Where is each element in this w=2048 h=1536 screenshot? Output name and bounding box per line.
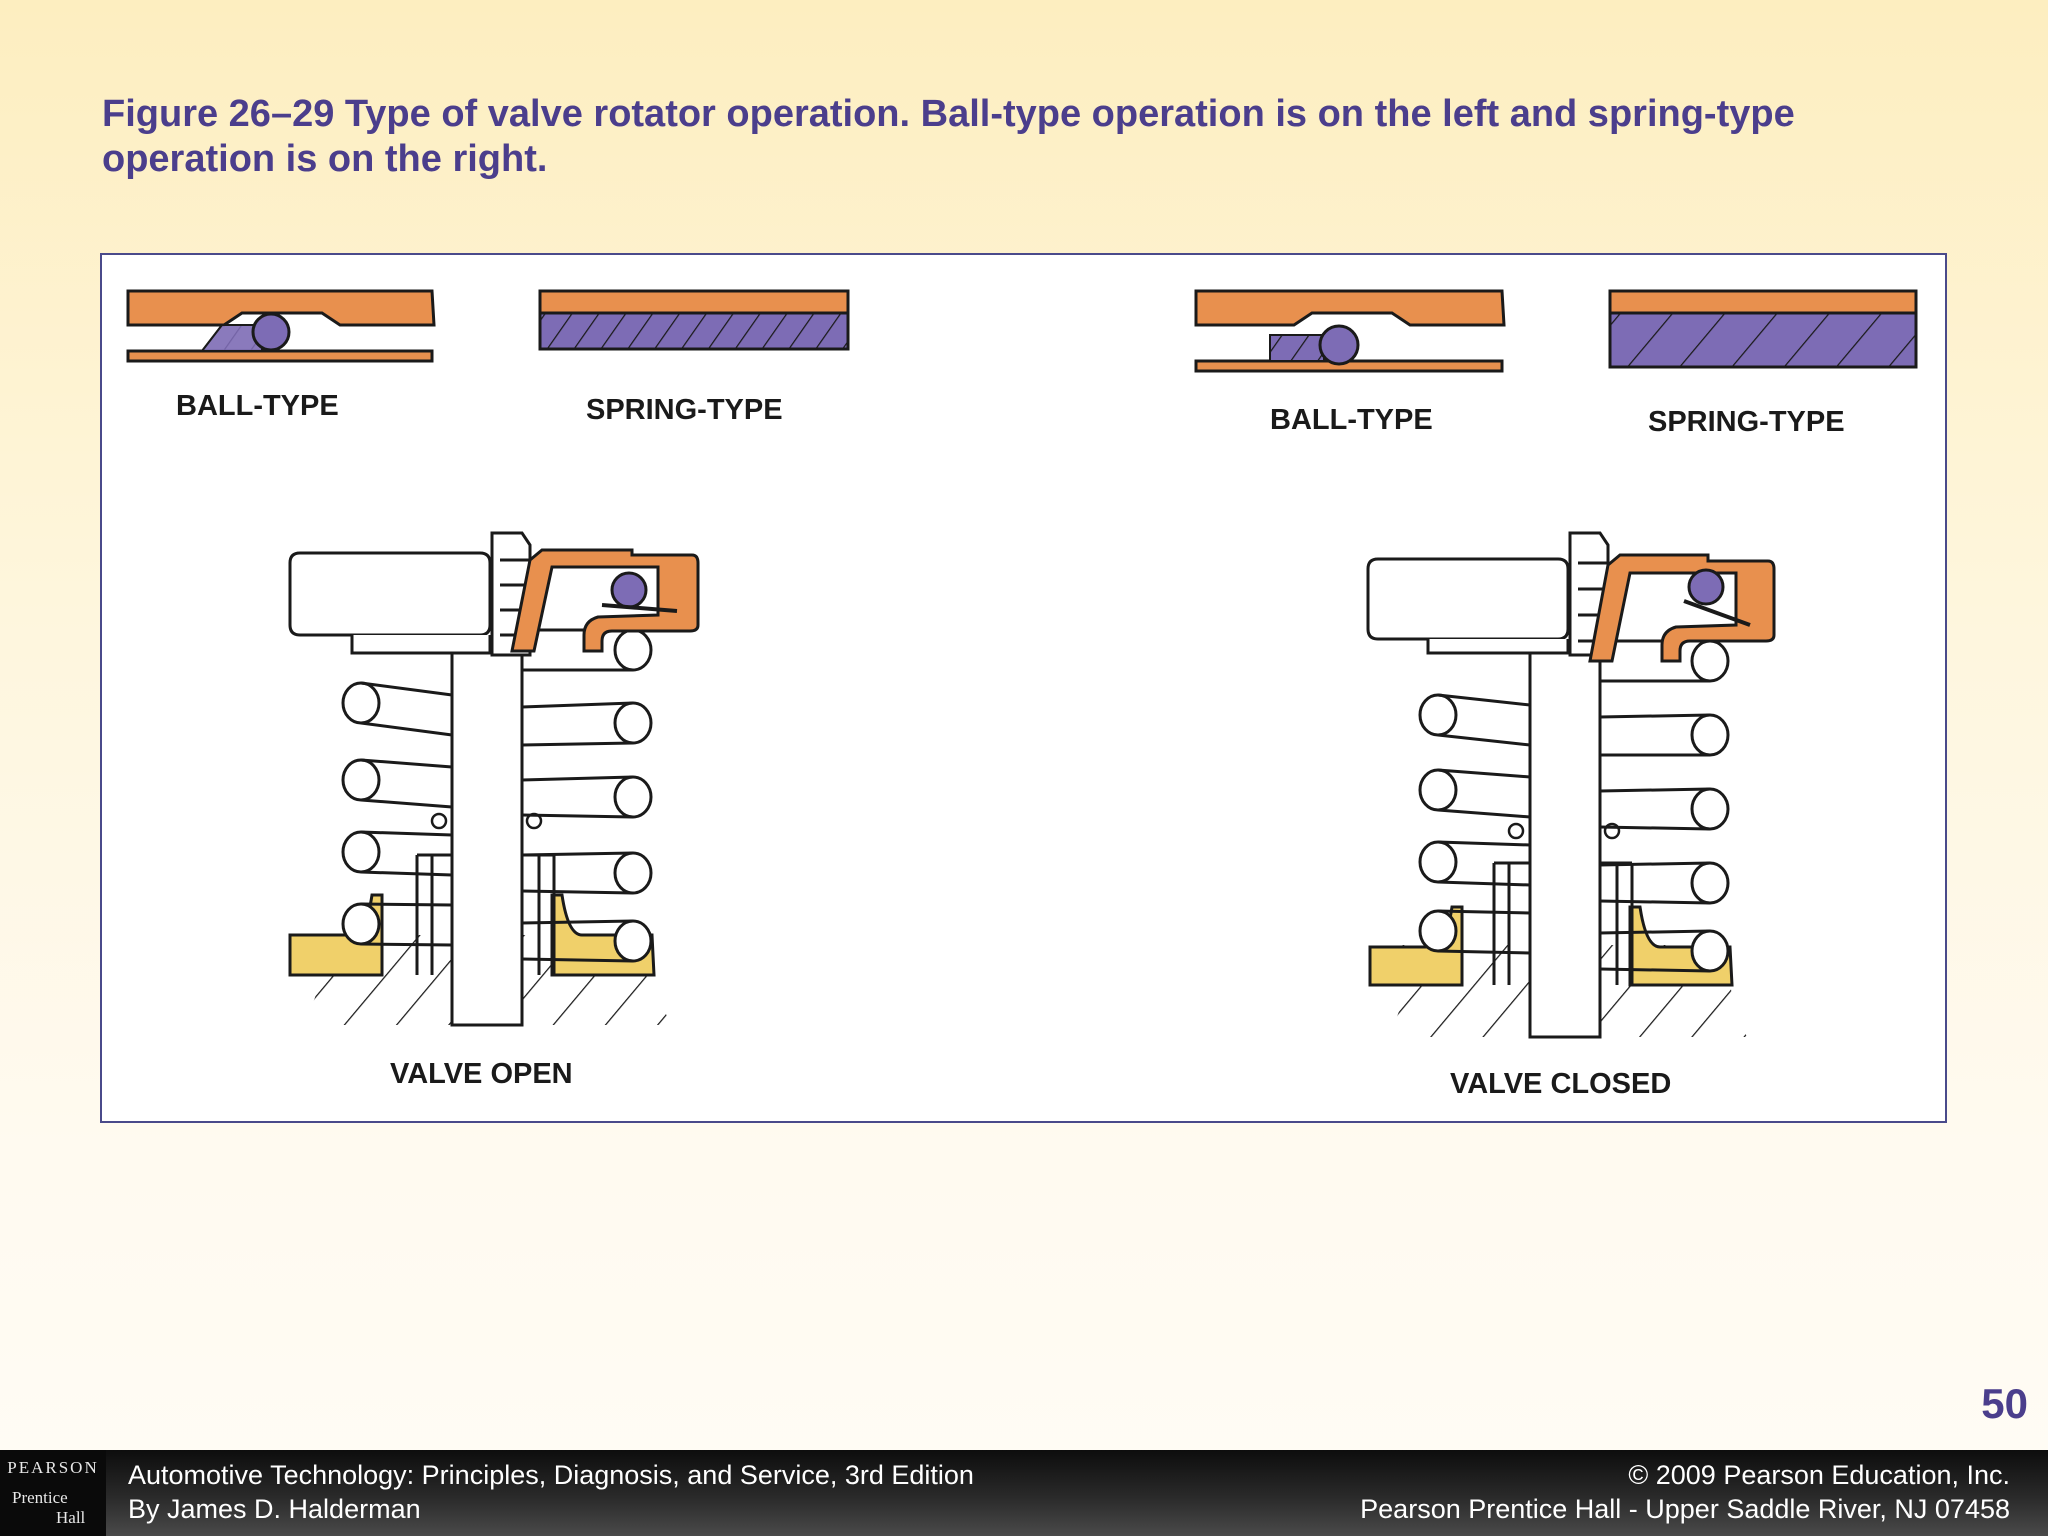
valve-rotator-figure: BALL-TYPE SPRING-TYPE [100, 253, 1947, 1123]
right-valve-assembly [1366, 531, 1776, 1039]
logo-text-hall: Hall [56, 1508, 86, 1527]
right-spring-type-label: SPRING-TYPE [1648, 406, 1845, 438]
right-spring-type-detail [1608, 289, 1918, 369]
footer-author: By James D. Halderman [128, 1494, 421, 1524]
left-spring-type-detail [538, 289, 850, 351]
valve-closed-label: VALVE CLOSED [1450, 1068, 1671, 1100]
valve-open-label: VALVE OPEN [390, 1058, 573, 1090]
footer-publisher: Pearson Prentice Hall - Upper Saddle Riv… [1360, 1494, 2010, 1524]
left-spring-type-label: SPRING-TYPE [586, 394, 783, 426]
right-ball-type-label: BALL-TYPE [1270, 404, 1433, 436]
logo-text-pearson: PEARSON [7, 1458, 99, 1477]
footer-book-title: Automotive Technology: Principles, Diagn… [128, 1460, 974, 1490]
figure-caption: Figure 26–29 Type of valve rotator opera… [102, 93, 1795, 180]
valve-rotator-diagram: BALL-TYPE SPRING-TYPE [126, 289, 1918, 1100]
page-number: 50 [1981, 1380, 2028, 1427]
left-valve-assembly [288, 531, 700, 1027]
left-ball-type-detail [126, 289, 436, 363]
logo-text-prentice: Prentice [12, 1488, 68, 1507]
left-ball-type-label: BALL-TYPE [176, 390, 339, 422]
right-ball-type-detail [1194, 289, 1506, 373]
footer-bar: PEARSON Prentice Hall Automotive Technol… [0, 1450, 2048, 1536]
pearson-logo: PEARSON Prentice Hall [0, 1450, 106, 1536]
footer-copyright: © 2009 Pearson Education, Inc. [1628, 1460, 2010, 1490]
